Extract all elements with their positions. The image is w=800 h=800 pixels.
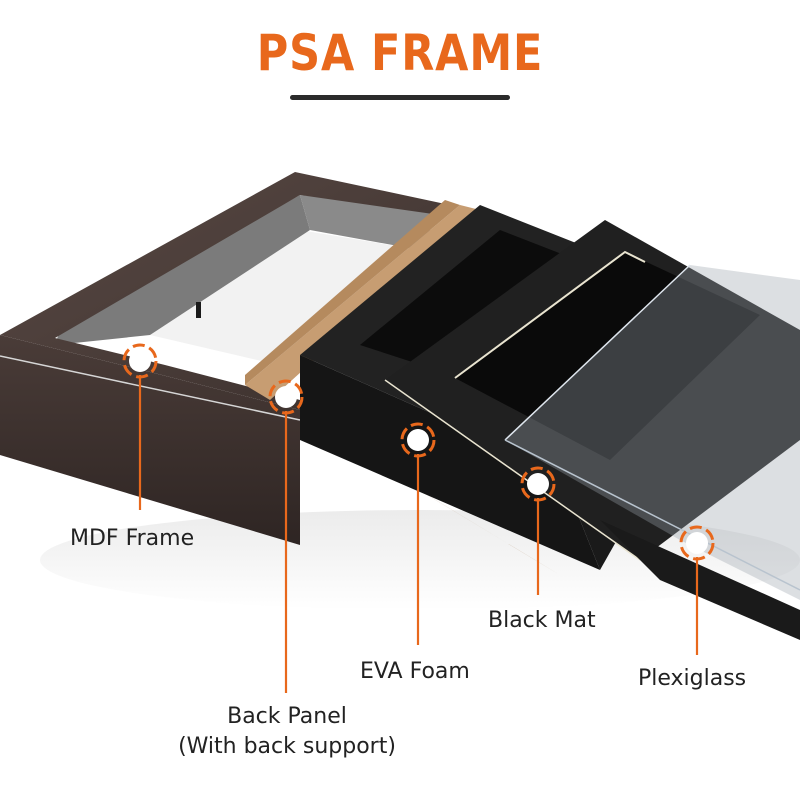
label-back-panel-title: Back Panel [227, 704, 347, 729]
marker-back-panel [268, 379, 304, 415]
label-back-panel-subtitle: (With back support) [178, 734, 396, 759]
black-mat-shape [384, 220, 800, 561]
marker-plexiglass [679, 525, 715, 561]
label-plexiglass: Plexiglass [638, 666, 747, 691]
title-underline [290, 95, 510, 100]
plexiglass-shape [504, 264, 800, 640]
label-mdf-frame: MDF Frame [70, 526, 195, 551]
mdf-frame-shape [0, 172, 450, 545]
label-black-mat: Black Mat [488, 608, 596, 633]
marker-mdf-frame [122, 343, 158, 379]
marker-black-mat [520, 466, 556, 502]
leader-lines [138, 375, 699, 693]
label-back-panel: Back Panel (With back support) [162, 702, 412, 762]
marker-eva-foam [400, 422, 436, 458]
label-eva-foam: EVA Foam [360, 659, 470, 684]
page-title: PSA FRAME [256, 24, 544, 82]
